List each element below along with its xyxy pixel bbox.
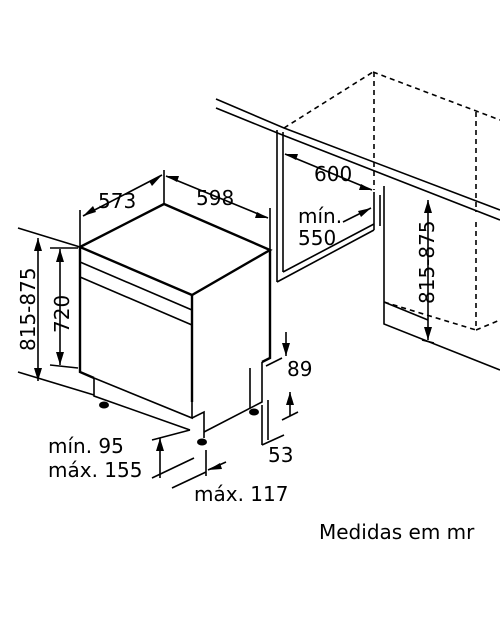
label-plinth-min: mín. 95 [48, 434, 124, 458]
label-niche-depth-min: 550 [298, 226, 336, 250]
dishwasher-body [77, 202, 273, 446]
installation-niche [215, 71, 500, 371]
label-niche-depth-min-prefix: mín. [298, 204, 342, 228]
units-note: Medidas em mr [319, 520, 475, 544]
label-depth: 573 [98, 189, 136, 213]
label-plinth-height: 89 [287, 357, 312, 381]
dimension-lines [17, 153, 435, 489]
label-niche-height: 815-875 [415, 220, 439, 304]
label-height-range: 815-875 [16, 267, 40, 351]
label-body-height: 720 [50, 295, 74, 333]
label-foot-max: máx. 117 [194, 482, 288, 506]
label-foot-offset: 53 [268, 443, 293, 467]
label-width: 598 [196, 186, 234, 210]
dimension-labels: 573 598 600 mín. 550 815-875 815-875 720… [16, 162, 475, 544]
label-niche-width: 600 [314, 162, 352, 186]
label-plinth-max: máx. 155 [48, 458, 142, 482]
